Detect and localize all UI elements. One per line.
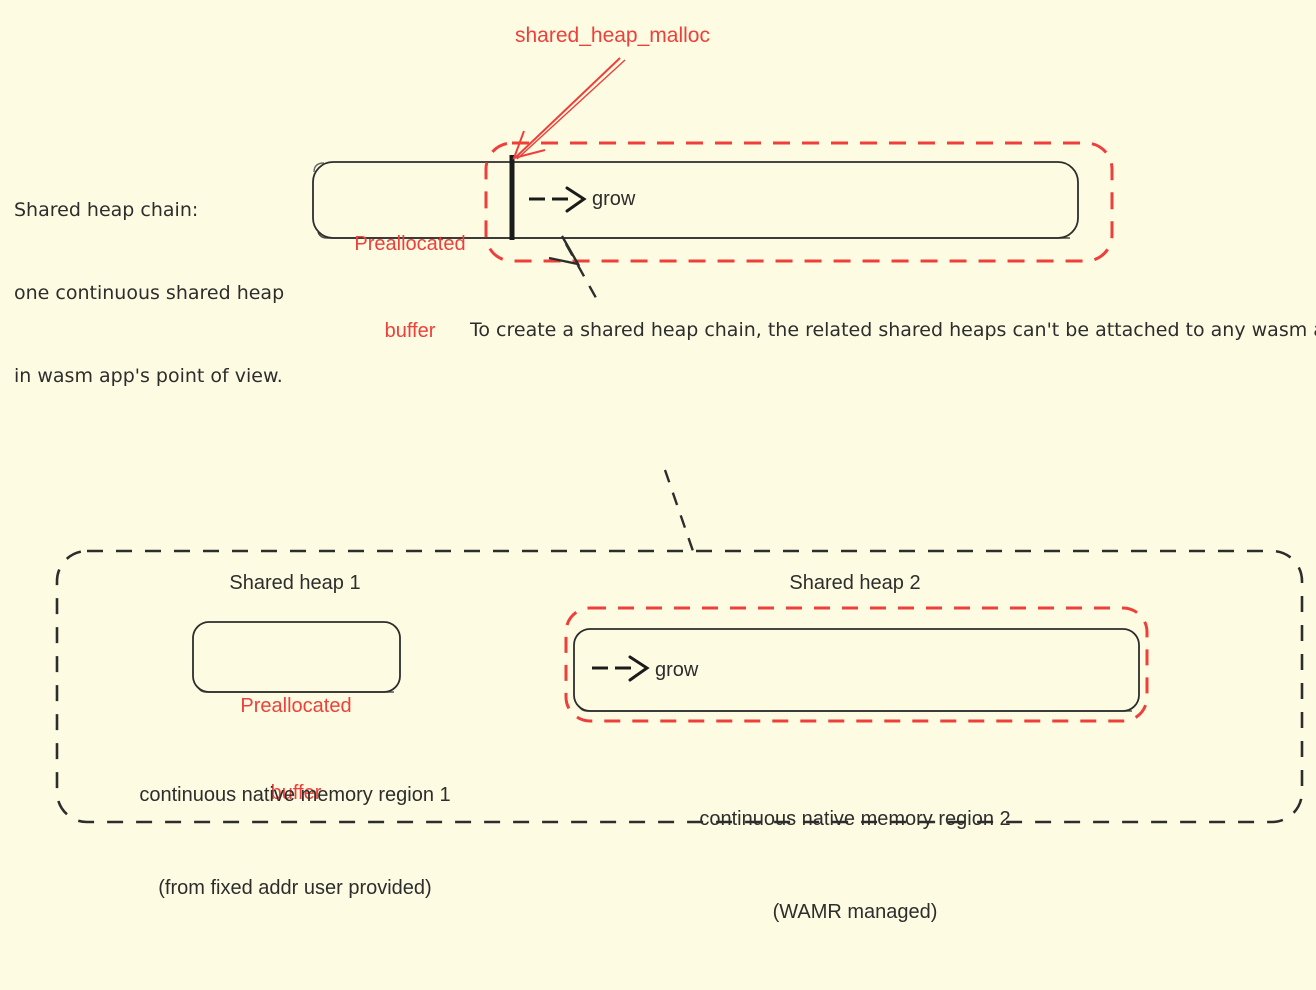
- shared-heap-1-title: Shared heap 1: [229, 572, 361, 594]
- shared-heap-chain-caption: Shared heap chain: one continuous shared…: [14, 144, 284, 444]
- top-grow-label: grow: [592, 188, 636, 210]
- heap2-region-caption-line-2: (WAMR managed): [772, 901, 938, 923]
- heap2-grow-arrow-icon: [592, 655, 650, 682]
- shared-heap-chain-note: To create a shared heap chain, the relat…: [470, 319, 1316, 341]
- shared-heap-2-title: Shared heap 2: [789, 572, 921, 594]
- malloc-leader-arrow: [512, 57, 626, 160]
- shared-heap-malloc-label: shared_heap_malloc: [515, 24, 710, 47]
- chain-caption-line-3: in wasm app's point of view.: [14, 365, 283, 388]
- heap1-preallocated-buffer-label: Preallocated buffer: [196, 634, 396, 866]
- heap1-preallocated-line-2: buffer: [270, 782, 322, 804]
- note-leader-line: [548, 235, 695, 552]
- heap1-preallocated-line-1: Preallocated: [240, 695, 352, 717]
- top-preallocated-line-1: Preallocated: [354, 233, 466, 255]
- chain-caption-line-1: Shared heap chain:: [14, 199, 199, 222]
- top-preallocated-buffer-label: Preallocated buffer: [330, 172, 490, 404]
- heap2-red-dashed-region: [564, 606, 1149, 723]
- top-preallocated-line-2: buffer: [384, 320, 436, 342]
- diagram-canvas: .ink{fill:none;stroke:#2d2d2d;} .redln{f…: [14, 24, 1316, 923]
- top-grow-arrow-icon: [529, 186, 587, 213]
- heap2-region-caption: continuous native memory region 2 (WAMR …: [670, 742, 1040, 990]
- top-red-dashed-region: [484, 141, 1114, 263]
- heap1-region-caption-line-1: continuous native memory region 1: [139, 784, 451, 806]
- heap2-grow-label: grow: [655, 659, 699, 681]
- heap2-region-caption-line-1: continuous native memory region 2: [699, 808, 1011, 830]
- heap1-region-caption-line-2: (from fixed addr user provided): [158, 877, 432, 899]
- chain-caption-line-2: one continuous shared heap: [14, 282, 285, 305]
- heap1-region-caption: continuous native memory region 1 (from …: [110, 718, 480, 966]
